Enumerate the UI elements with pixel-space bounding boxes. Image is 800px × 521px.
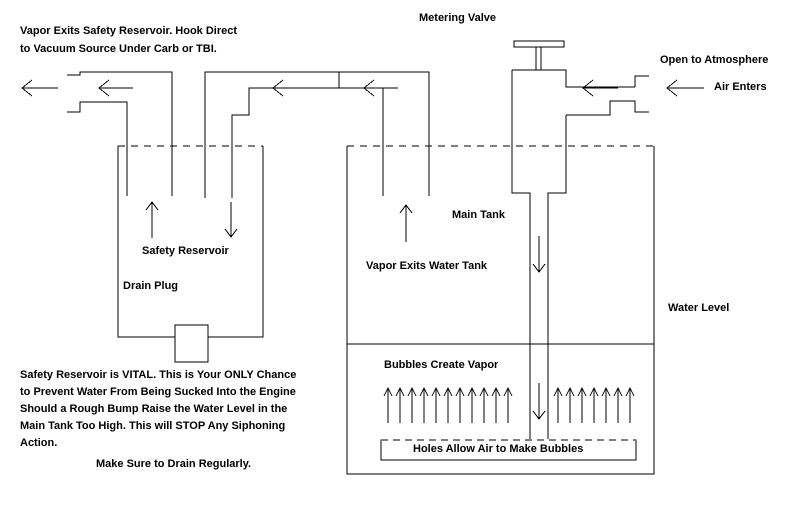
holes-allow-air-label: Holes Allow Air to Make Bubbles	[413, 443, 584, 455]
bubble-arrow	[420, 388, 428, 423]
bubble-arrows	[384, 388, 634, 423]
water-level-label: Water Level	[668, 302, 730, 314]
vapor-exits-safety-label: Vapor Exits Safety Reservoir. Hook Direc…	[20, 25, 238, 55]
drain-plug-label: Drain Plug	[123, 280, 179, 292]
bubble-arrow	[384, 388, 392, 423]
bubble-arrow	[578, 388, 586, 423]
arrow-vapor-exits-left	[22, 80, 58, 96]
bubble-arrow	[566, 388, 574, 423]
bubble-arrow	[492, 388, 500, 423]
arrow-down	[533, 383, 545, 419]
bubble-arrow	[504, 388, 512, 423]
safety-note: Safety Reservoir is VITAL. This is Your …	[20, 369, 297, 449]
vapor-transfer-tube	[205, 72, 429, 198]
bubble-arrow	[432, 388, 440, 423]
bubble-arrow	[408, 388, 416, 423]
drain-plug	[175, 325, 208, 362]
arrow-tube-left	[99, 80, 133, 96]
metering-valve-label: Metering Valve	[419, 12, 497, 24]
arrow-up	[400, 205, 412, 242]
arrow-down	[533, 236, 545, 272]
arrow-up	[146, 202, 158, 238]
open-to-atmosphere-label: Open to Atmosphere	[660, 54, 769, 66]
bubble-arrow	[456, 388, 464, 423]
bubble-arrow	[396, 388, 404, 423]
bubble-arrow	[626, 388, 634, 423]
bubble-arrow	[590, 388, 598, 423]
air-enters-label: Air Enters	[714, 81, 767, 93]
bubble-arrow	[444, 388, 452, 423]
bubble-arrow	[480, 388, 488, 423]
safety-reservoir-tank	[118, 146, 263, 337]
air-inlet-tube	[512, 70, 649, 440]
bubbles-create-vapor-label: Bubbles Create Vapor	[384, 359, 499, 371]
bubble-arrow	[554, 388, 562, 423]
arrow-tube-left	[583, 80, 618, 96]
arrow-tube-left	[273, 80, 311, 96]
arrow-air-enters	[667, 80, 704, 96]
metering-valve	[514, 41, 564, 70]
bubble-arrow	[602, 388, 610, 423]
drain-note: Make Sure to Drain Regularly.	[96, 458, 252, 470]
main-tank-label: Main Tank	[452, 209, 505, 221]
main-tank	[347, 146, 654, 474]
bubble-arrow	[614, 388, 622, 423]
bubbler-tube	[381, 440, 636, 460]
bubble-arrow	[468, 388, 476, 423]
vacuum-outlet-tube	[67, 72, 172, 196]
arrow-tube-left	[364, 80, 398, 96]
arrow-down	[225, 202, 237, 237]
safety-reservoir-label: Safety Reservoir	[142, 245, 229, 257]
vapor-exits-water-tank-label: Vapor Exits Water Tank	[366, 260, 488, 272]
